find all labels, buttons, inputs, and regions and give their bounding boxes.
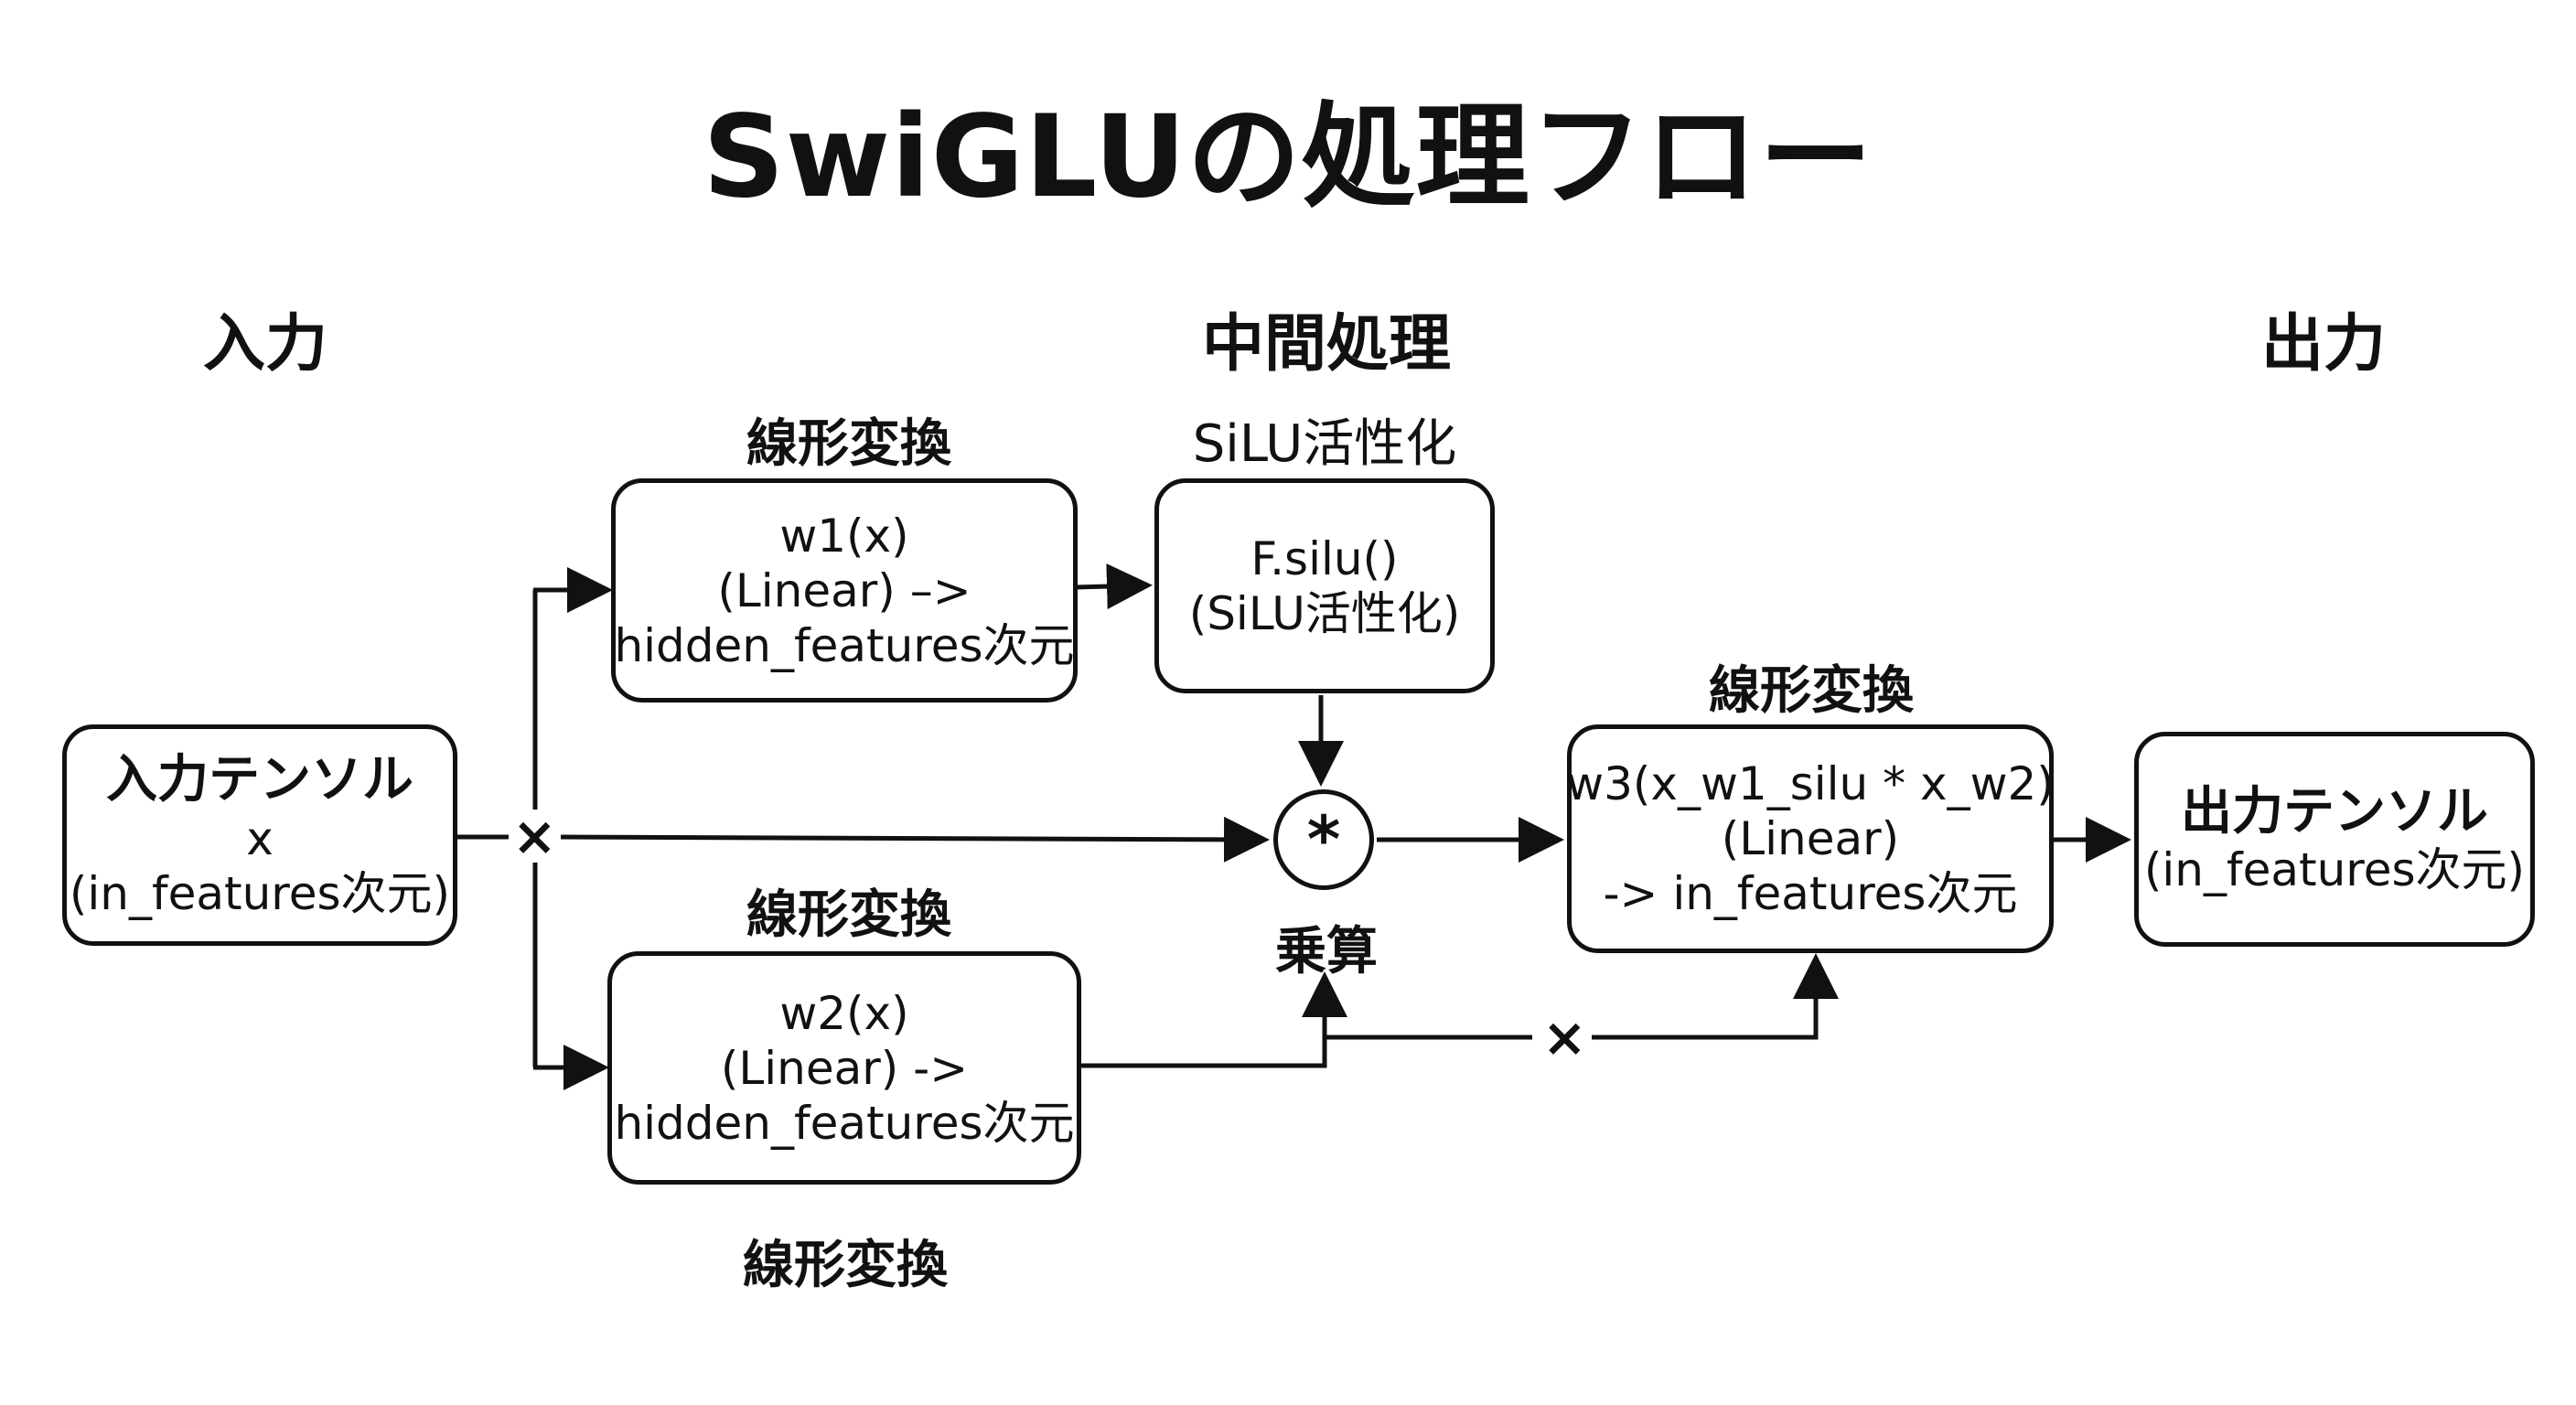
arrow-x-to-multiply [557,816,1270,863]
input-box-title: 入力テンソル [106,750,413,810]
w3-box-line2: (Linear) [1721,812,1900,865]
w1-caption: 線形変換 [746,414,951,474]
w3-linear-box: w3(x_w1_silu * x_w2) (Linear) -> in_feat… [1566,724,2055,953]
input-box-var: x [246,811,274,865]
w2-box-line1: w2(x) [779,986,909,1040]
w1-box-line2: (Linear) –> [717,563,971,617]
w3-box-line3: -> in_features次元 [1603,867,2018,920]
w2-linear-box: w2(x) (Linear) -> hidden_features次元 [607,951,1081,1185]
silu-box: F.silu() (SiLU活性化) [1154,478,1495,693]
arrow-bypass-to-w3 [1592,968,1819,1040]
input-tensor-box: 入力テンソル x (in_features次元) [62,724,457,946]
section-header-input: 入力 [202,308,327,381]
w3-caption: 線形変換 [1709,661,1914,721]
split-cross-marker: × [509,810,561,863]
arrow-w2-to-multiply [1079,983,1327,1068]
output-box-title: 出力テンソル [2181,781,2488,842]
silu-caption: SiLU活性化 [1192,414,1457,474]
input-box-dim: (in_features次元) [69,866,451,920]
w1-linear-box: w1(x) (Linear) –> hidden_features次元 [611,478,1078,702]
silu-box-line1: F.silu() [1250,531,1399,585]
diagram-title: SwiGLUの処理フロー [703,91,1873,223]
w2-caption-above: 線形変換 [746,885,951,945]
w2-box-line2: (Linear) -> [720,1041,969,1095]
multiply-caption: 乗算 [1275,922,1378,981]
w1-box-line3: hidden_features次元 [614,618,1075,672]
section-header-output: 出力 [2260,308,2386,381]
w2-caption-below: 線形変換 [743,1236,948,1295]
output-box-dim: (in_features次元) [2143,843,2526,897]
silu-box-line2: (SiLU活性化) [1188,586,1461,640]
bypass-cross-marker: × [1539,1011,1591,1064]
multiply-operator: * [1273,789,1374,890]
w1-box-line1: w1(x) [779,509,909,563]
arrow-w1-to-silu [1074,563,1153,610]
w3-box-line1: w3(x_w1_silu * x_w2) [1566,757,2055,810]
w2-box-line3: hidden_features次元 [614,1096,1075,1150]
section-header-middle: 中間処理 [1201,308,1451,381]
output-tensor-box: 出力テンソル (in_features次元) [2134,732,2535,947]
